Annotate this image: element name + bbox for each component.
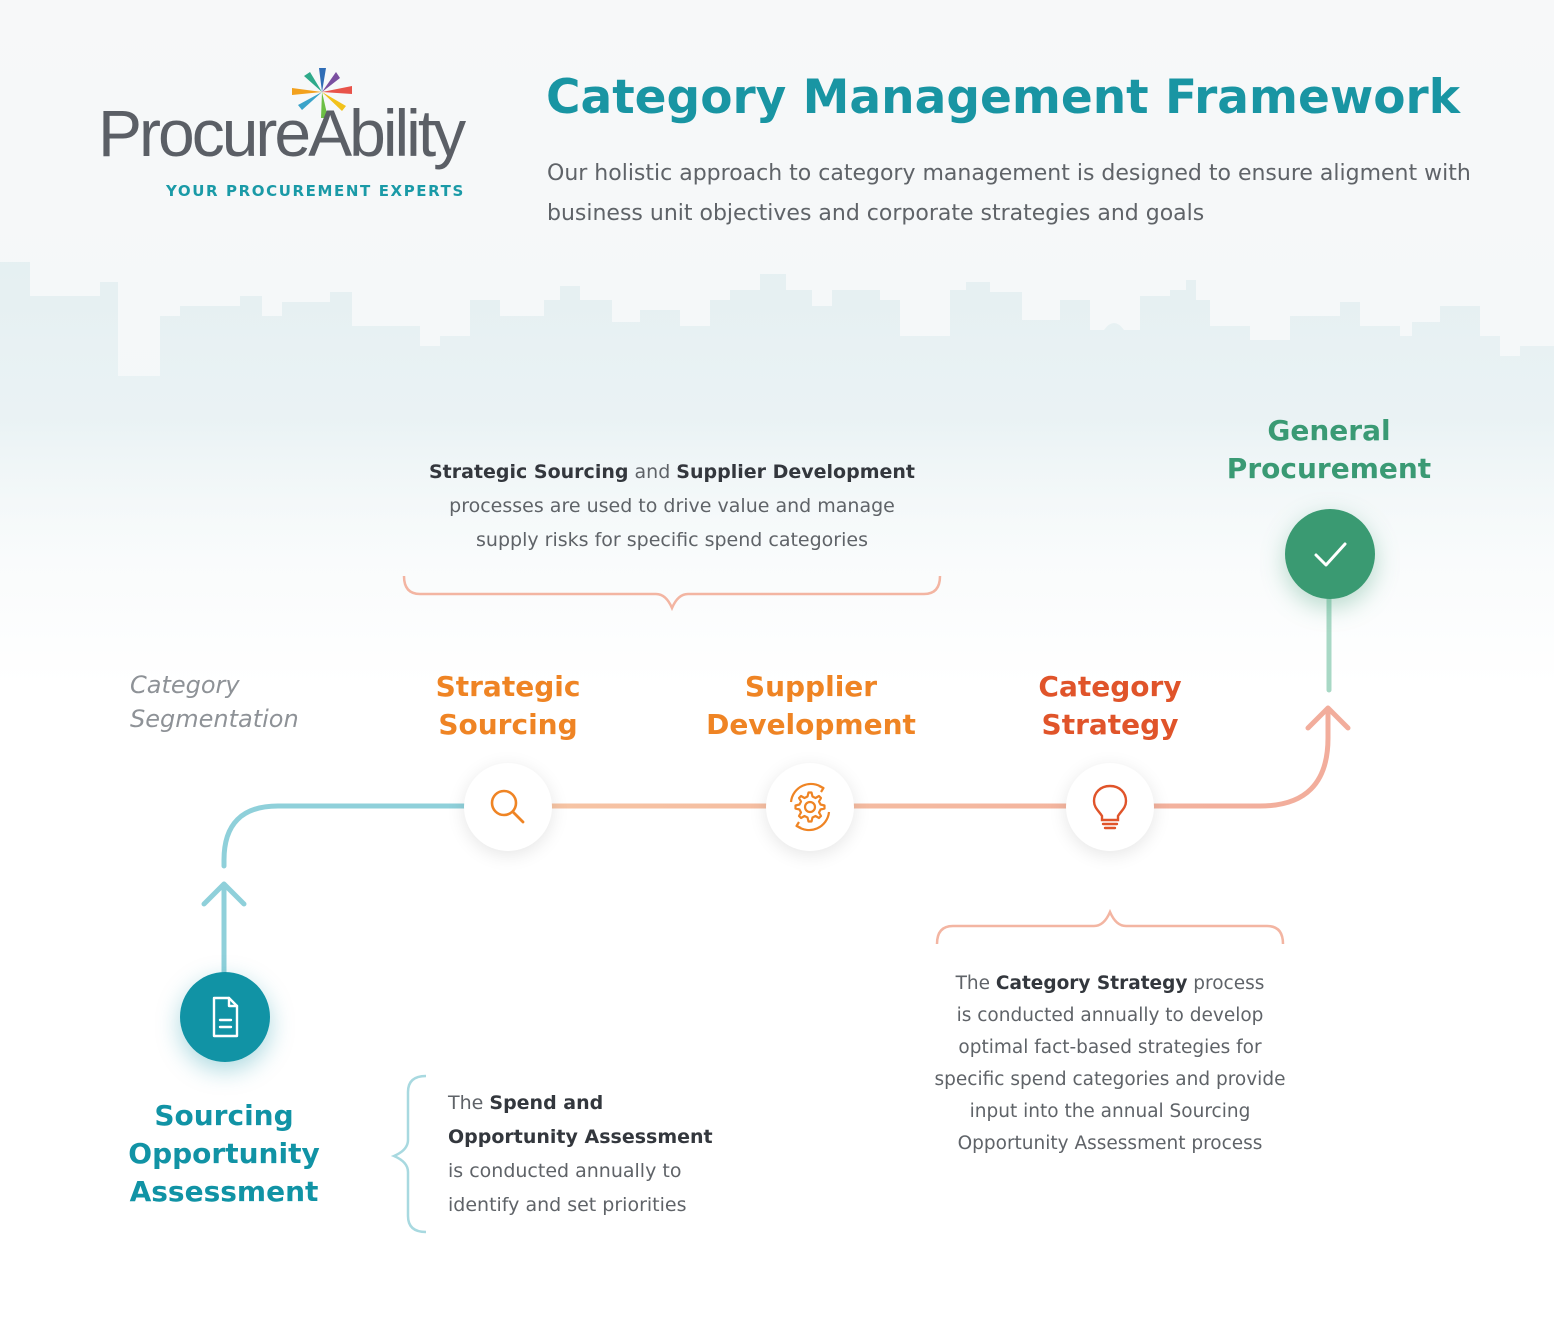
category-segmentation-label: Category Segmentation [130, 671, 299, 733]
salmon-arrow-head [1305, 705, 1351, 731]
logo-wordmark: ProcureAbility [98, 96, 466, 170]
flow-path-salmon [549, 709, 1331, 809]
category-strategy-node [1066, 763, 1154, 851]
top-brace [402, 575, 942, 612]
left-brace [390, 1074, 427, 1234]
category-strategy-title: Category Strategy [1038, 670, 1182, 741]
general-procurement-node [1285, 509, 1375, 599]
checkmark-icon [1314, 542, 1347, 567]
logo-tagline: YOUR PROCUREMENT EXPERTS [166, 182, 465, 200]
sourcing-opportunity-node [180, 972, 270, 1062]
document-icon [212, 996, 239, 1038]
gear-icon [789, 782, 831, 832]
supplier-development-node [766, 763, 854, 851]
category-strategy-description: The Category Strategy process is conduct… [934, 973, 1286, 1154]
general-procurement-title: General Procurement [1226, 414, 1432, 485]
strategic-sourcing-title: Strategic Sourcing [435, 670, 581, 741]
lightbulb-icon [1092, 784, 1128, 830]
page-title: Category Management Framework [546, 70, 1460, 125]
top-description: Strategic Sourcing and Supplier Developm… [429, 461, 915, 551]
page-subtitle: Our holistic approach to category manage… [547, 161, 1471, 226]
sourcing-opportunity-title: Sourcing Opportunity Assessment [128, 1099, 320, 1208]
spend-assessment-description: The Spend and Opportunity Assessment is … [448, 1092, 713, 1216]
flow-path-teal [221, 803, 467, 975]
city-skyline [0, 262, 1554, 620]
strategic-sourcing-node [464, 763, 552, 851]
supplier-development-title: Supplier Development [706, 670, 916, 741]
search-icon [490, 789, 525, 824]
logo-starburst [292, 68, 352, 118]
right-brace [935, 908, 1285, 945]
